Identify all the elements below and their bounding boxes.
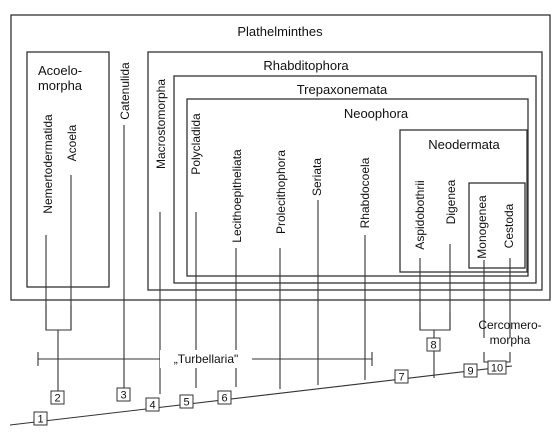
connector-acoelomorpha <box>45 305 72 331</box>
turbellaria-label: „Turbellaria" <box>174 352 239 366</box>
node-4-box <box>145 397 160 412</box>
cercomeromorpha-label-1: Cercomero- <box>478 318 541 332</box>
cercomeromorpha-label-2: morpha <box>490 333 531 347</box>
acoelomorpha-label-2: morpha <box>38 78 83 93</box>
taxon-monogenea: Monogenea <box>475 195 489 259</box>
node-3-label: 3 <box>120 390 126 402</box>
taxon-cestoda: Cestoda <box>502 203 516 248</box>
node-5-label: 5 <box>183 397 189 409</box>
node-8-label: 8 <box>430 340 436 352</box>
taxon-prolecithophora: Prolecithophora <box>274 150 288 234</box>
node-8-box <box>426 337 441 352</box>
taxon-lecithoepitheliata: Lecithoepitheliata <box>230 149 244 243</box>
main-axis <box>9 365 513 426</box>
node-6-box <box>217 390 232 405</box>
taxon-seriata: Seriata <box>310 158 324 196</box>
rhabditophora-box <box>147 51 543 291</box>
node-5-box <box>179 394 194 409</box>
node-10-label: 10 <box>491 363 503 375</box>
taxon-aspidobothrii: Aspidobothrii <box>413 180 427 249</box>
node-7-box <box>394 369 409 384</box>
platyhelminthes-label: Plathelminthes <box>237 24 323 39</box>
taxon-catenulida: Catenulida <box>118 62 132 120</box>
rhabditophora-label: Rhabditophora <box>263 58 349 73</box>
node-4-label: 4 <box>149 400 155 412</box>
trepaxonemata-box <box>173 75 537 284</box>
neodermata-label: Neodermata <box>428 137 500 152</box>
neoophora-box <box>186 98 529 277</box>
node-10-box <box>487 360 507 375</box>
neodermata-box <box>399 129 528 273</box>
acoelomorpha-box <box>26 51 110 288</box>
node-9-box <box>463 363 478 378</box>
node-2-label: 2 <box>54 393 60 405</box>
trepaxonemata-label: Trepaxonemata <box>297 82 388 97</box>
node-3-box <box>116 387 131 402</box>
acoelomorpha-label-1: Acoelo- <box>38 63 82 78</box>
node-1-label: 1 <box>37 414 43 426</box>
taxon-polycladida: Polycladida <box>189 113 203 175</box>
cercomeromorpha-box <box>468 182 526 269</box>
node-2-box <box>50 390 65 405</box>
turbellaria-label-bg <box>160 350 252 368</box>
taxon-nemertodermatida: Nemertodermatida <box>41 114 55 214</box>
node-6-label: 6 <box>221 393 227 405</box>
taxon-macrostomorpha: Macrostomorpha <box>154 79 168 169</box>
connector-neodermata <box>419 312 451 331</box>
taxon-rhabdocoela: Rhabdocoela <box>358 157 372 228</box>
taxon-digenea: Digenea <box>444 179 458 224</box>
neoophora-label: Neoophora <box>344 106 409 121</box>
node-9-label: 9 <box>467 366 473 378</box>
node-1-box <box>33 411 48 426</box>
node-7-label: 7 <box>398 372 404 384</box>
taxon-acoela: Acoela <box>65 124 79 161</box>
